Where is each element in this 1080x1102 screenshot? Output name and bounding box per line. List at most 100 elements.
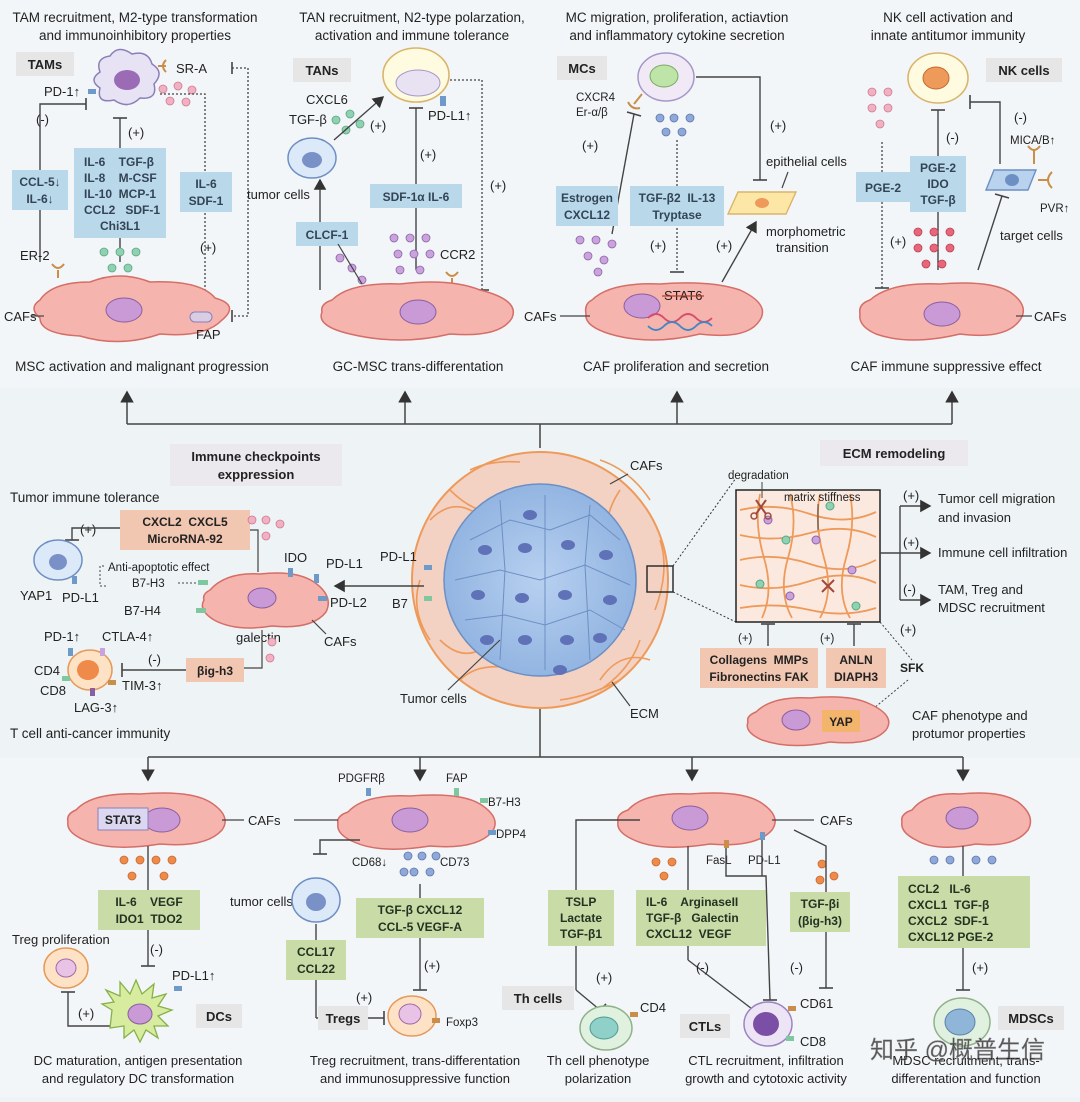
label-yap1: YAP1 bbox=[20, 588, 52, 603]
label-plus: (+) bbox=[890, 234, 906, 249]
box-text: IL-6 ArginaseII bbox=[646, 895, 738, 909]
panel-ecm-remodeling: ECM remodeling degradation matrix stiffn… bbox=[700, 440, 1067, 747]
cytokine-dots bbox=[265, 637, 277, 663]
label-stat3: STAT3 bbox=[105, 813, 142, 827]
box-text: IL-6↓ bbox=[26, 192, 53, 206]
nucleus-icon bbox=[105, 297, 143, 323]
box-text: CXCL12 VEGF bbox=[646, 927, 731, 941]
receptor-icon bbox=[51, 263, 65, 278]
nucleus-icon bbox=[127, 1003, 153, 1025]
box-big-h3 bbox=[186, 658, 244, 682]
receptor-icon bbox=[198, 580, 208, 585]
panel-title: innate antitumor immunity bbox=[871, 28, 1026, 43]
receptor-icon bbox=[174, 986, 182, 991]
cell-tag-box bbox=[680, 1014, 730, 1038]
label-tumor-tolerance: Tumor immune tolerance bbox=[10, 490, 160, 505]
cell-tag-box bbox=[502, 986, 574, 1010]
nucleus-icon bbox=[247, 587, 277, 609]
label-ecm: ECM bbox=[630, 706, 659, 721]
label-fap: FAP bbox=[196, 327, 221, 342]
label-cafs: CAFs bbox=[820, 813, 853, 828]
label-er2: ER-2 bbox=[20, 248, 50, 263]
cytokine-dots bbox=[867, 87, 893, 129]
tumor-core: CAFs PD-L1 B7 Tumor cells ECM bbox=[333, 451, 737, 721]
label-fap: FAP bbox=[446, 773, 468, 785]
nucleus-icon bbox=[781, 709, 811, 731]
panel-title: activation and immune tolerance bbox=[315, 28, 509, 43]
label-foxp3: Foxp3 bbox=[446, 1017, 478, 1029]
receptor-icon bbox=[158, 59, 167, 73]
box-text: TGF-β1 bbox=[560, 927, 602, 941]
panel-tams: TAM recruitment, M2-type transformation … bbox=[4, 10, 269, 374]
cell-tag: MDSCs bbox=[1008, 1011, 1054, 1026]
label-tgfb: TGF-β bbox=[289, 112, 327, 127]
cell-tag-box bbox=[998, 1006, 1064, 1030]
label-b7h3: B7-H3 bbox=[132, 578, 165, 590]
label-cafs: CAFs bbox=[4, 309, 37, 324]
nucleus-icon bbox=[944, 1008, 976, 1036]
box-text: IL-6 VEGF bbox=[115, 895, 182, 909]
receptor-icon bbox=[424, 596, 432, 601]
box-text: CXCL1 TGF-β bbox=[908, 898, 989, 912]
cytokine-dots bbox=[651, 857, 839, 885]
label-cafs: CAFs bbox=[1034, 309, 1067, 324]
dna-icon bbox=[647, 321, 713, 331]
cell-tag: TAMs bbox=[28, 57, 62, 72]
label-cafs: CAFs bbox=[248, 813, 281, 828]
box-text: PGE-2 bbox=[920, 161, 956, 175]
cell-tag-box bbox=[557, 56, 607, 80]
cytokine-dots bbox=[99, 247, 141, 273]
receptor-icon bbox=[788, 1006, 796, 1011]
label-plus: (+) bbox=[820, 633, 835, 645]
effect-text: and invasion bbox=[938, 510, 1011, 525]
receptor-icon bbox=[108, 680, 116, 685]
box-pge2-ido bbox=[910, 156, 966, 212]
receptor-icon bbox=[366, 788, 371, 796]
panel-title: TAM recruitment, M2-type transformation bbox=[12, 10, 257, 25]
box-il6-arginase bbox=[636, 890, 766, 946]
box-il6-sdf1 bbox=[180, 172, 232, 212]
receptor-icon bbox=[1038, 171, 1053, 189]
cell-tag: NK cells bbox=[998, 63, 1049, 78]
label-sr-a: SR-A bbox=[176, 61, 207, 76]
box-text: TGF-β CXCL12 bbox=[378, 903, 463, 917]
label-minus: (-) bbox=[946, 130, 959, 145]
box-text: SDF-1 bbox=[189, 194, 224, 208]
box-collagens bbox=[700, 648, 818, 688]
receptor-icon bbox=[314, 574, 319, 583]
nucleus-icon bbox=[671, 805, 709, 831]
label-ido: IDO bbox=[284, 550, 307, 565]
label-lag3: LAG-3↑ bbox=[74, 700, 118, 715]
label-cd4: CD4 bbox=[34, 663, 60, 678]
caption: protumor properties bbox=[912, 726, 1026, 741]
panel-caption: MDSC recruitment, trans- bbox=[892, 1053, 1039, 1068]
box-text: DIAPH3 bbox=[834, 670, 878, 684]
receptor-icon bbox=[627, 93, 643, 110]
receptor-icon bbox=[1027, 145, 1041, 164]
cell-tag: MCs bbox=[568, 61, 595, 76]
box-cytokines bbox=[74, 148, 166, 238]
section-header: exppression bbox=[218, 467, 295, 482]
receptor-icon bbox=[432, 1018, 440, 1023]
panel-caption: differentation and function bbox=[891, 1071, 1040, 1086]
box-text: CXCL2 SDF-1 bbox=[908, 914, 989, 928]
panel-title: NK cell activation and bbox=[883, 10, 1013, 25]
panel-mdscs: CCL2 IL-6 CXCL1 TGF-β CXCL2 SDF-1 CXCL12… bbox=[891, 792, 1064, 1086]
nucleus-icon bbox=[923, 301, 961, 327]
scissors-icon bbox=[821, 579, 835, 593]
label-plus: (+) bbox=[972, 960, 988, 975]
receptor-icon bbox=[88, 89, 96, 94]
cell-tag-box bbox=[293, 58, 351, 82]
nucleus-icon bbox=[589, 1016, 619, 1040]
box-ccl2 bbox=[898, 876, 1030, 948]
receptor-icon bbox=[196, 608, 206, 613]
receptor-icon bbox=[786, 1036, 794, 1041]
panel-caption: T cell anti-cancer immunity bbox=[10, 726, 171, 741]
label-minus: (-) bbox=[790, 960, 803, 975]
watermark: 知乎 @概普生信 bbox=[870, 1037, 1045, 1064]
cytokine-dots bbox=[247, 515, 285, 541]
panel-caption: polarization bbox=[565, 1071, 632, 1086]
effect-text: Immune cell infiltration bbox=[938, 545, 1067, 560]
cytokine-dots bbox=[119, 855, 177, 881]
